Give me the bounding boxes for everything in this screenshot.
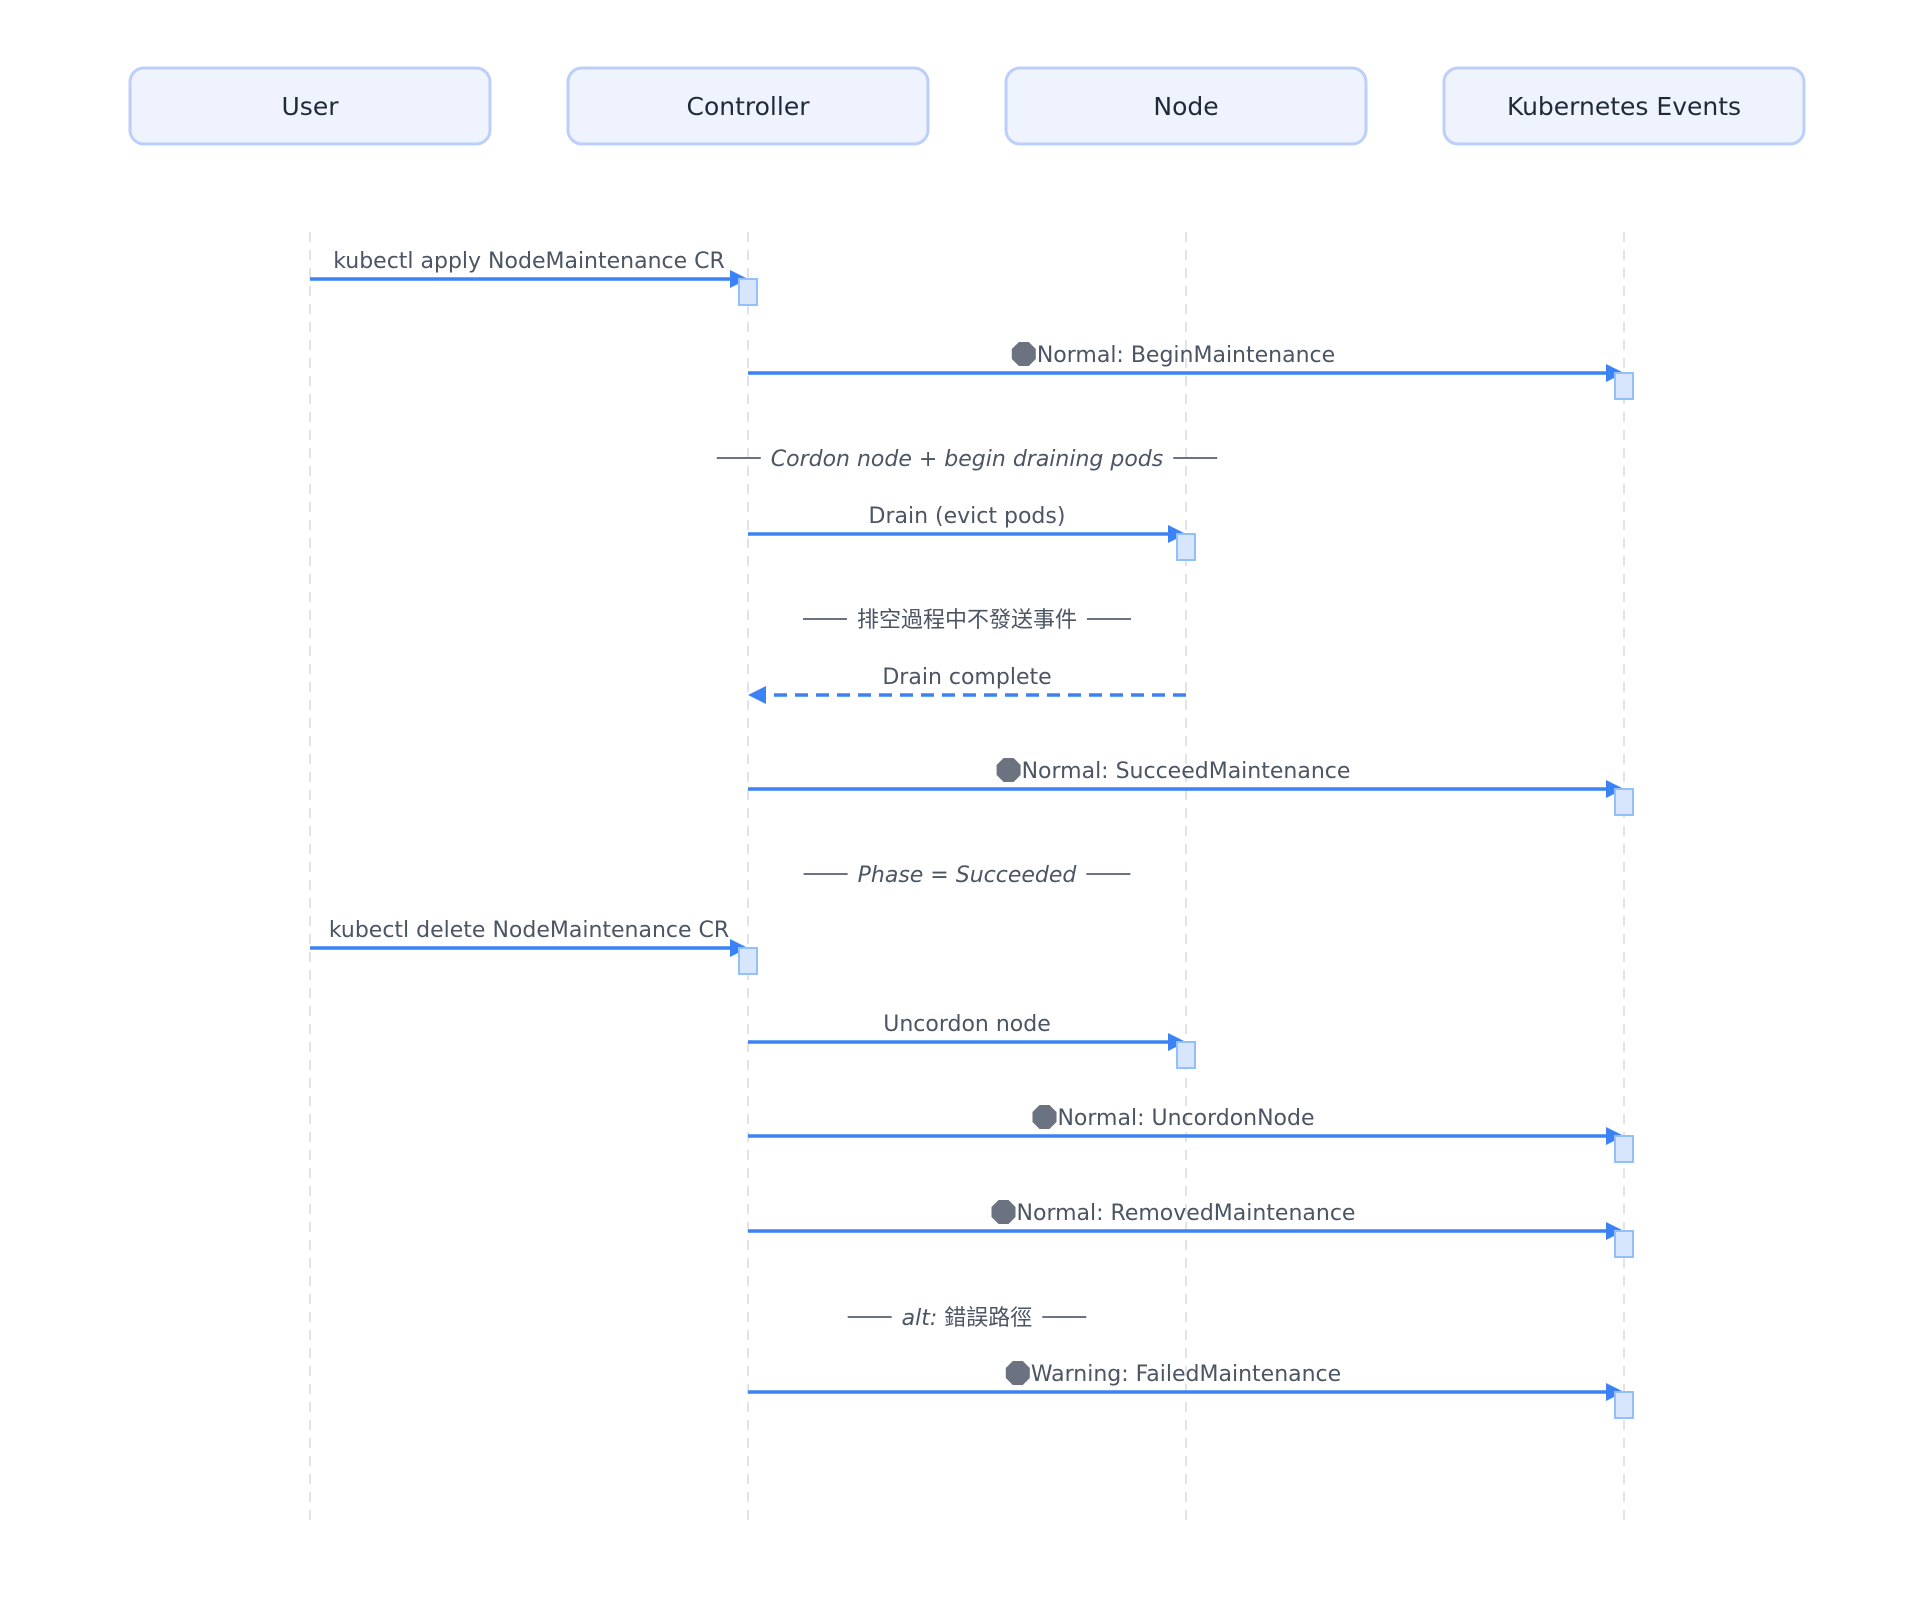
message-label: Warning: FailedMaintenance (1031, 1362, 1341, 1387)
activation-bar (738, 278, 758, 306)
note-segment: 錯誤路徑 (937, 1306, 1032, 1331)
note-segment: 排空過程中不發送事件 (857, 608, 1077, 633)
participant-user: User (128, 66, 492, 146)
participant-box (128, 66, 492, 146)
participant-label: Controller (687, 92, 811, 121)
event-icon (996, 758, 1021, 782)
arrowhead (748, 686, 766, 704)
note-segment: Phase = Succeeded (858, 863, 1078, 888)
message-label: Normal: UncordonNode (1057, 1106, 1314, 1131)
note: alt: 錯誤路徑 (847, 1306, 1087, 1331)
participant-label: User (282, 92, 340, 121)
participant-box (566, 66, 930, 146)
note-segment: alt: (902, 1306, 938, 1331)
participants: User Controller Node Kubernetes Events (128, 66, 1806, 146)
note-segment: Cordon node + begin draining pods (771, 447, 1163, 472)
activation-bar (1176, 1041, 1196, 1069)
note-label: 排空過程中不發送事件 (857, 608, 1077, 633)
message: Normal: BeginMaintenance (748, 342, 1634, 400)
activation-bar (1614, 1391, 1634, 1419)
activation-bar (1614, 788, 1634, 816)
event-icon (1011, 342, 1036, 366)
event-icon (1032, 1105, 1057, 1129)
event-icon (991, 1200, 1016, 1224)
activation-bar (1176, 533, 1196, 561)
participant-node: Node (1004, 66, 1368, 146)
note-label: alt: 錯誤路徑 (902, 1306, 1033, 1331)
message-label: kubectl delete NodeMaintenance CR (329, 918, 729, 943)
message: Normal: RemovedMaintenance (748, 1200, 1634, 1258)
message: Warning: FailedMaintenance (748, 1361, 1634, 1419)
message: Drain (evict pods) (748, 504, 1196, 561)
message-label: Normal: SucceedMaintenance (1022, 759, 1351, 784)
message-label: kubectl apply NodeMaintenance CR (333, 249, 725, 274)
message: Drain complete (748, 665, 1186, 704)
note: 排空過程中不發送事件 (802, 608, 1132, 633)
message-label: Drain complete (882, 665, 1051, 690)
message-label: Uncordon node (883, 1012, 1051, 1037)
activation-bar (1614, 1135, 1634, 1163)
message: Uncordon node (748, 1012, 1196, 1069)
activation-bar (738, 947, 758, 975)
participant-label: Node (1153, 92, 1218, 121)
message: Normal: UncordonNode (748, 1105, 1634, 1163)
event-icon (1005, 1361, 1030, 1385)
message: kubectl delete NodeMaintenance CR (310, 918, 758, 975)
message-label: Normal: RemovedMaintenance (1017, 1201, 1356, 1226)
message-label: Normal: BeginMaintenance (1037, 343, 1335, 368)
steps: kubectl apply NodeMaintenance CR Normal: … (310, 249, 1634, 1419)
activation-bar (1614, 1230, 1634, 1258)
note-label: Cordon node + begin draining pods (771, 447, 1163, 472)
activation-bar (1614, 372, 1634, 400)
message: kubectl apply NodeMaintenance CR (310, 249, 758, 306)
participant-label: Kubernetes Events (1507, 92, 1741, 121)
note: Cordon node + begin draining pods (716, 447, 1218, 472)
message-label: Drain (evict pods) (869, 504, 1066, 529)
participant-box (1004, 66, 1368, 146)
message: Normal: SucceedMaintenance (748, 758, 1634, 816)
participant-box (1442, 66, 1806, 146)
note-label: Phase = Succeeded (858, 863, 1078, 888)
note: Phase = Succeeded (803, 863, 1131, 888)
participant-controller: Controller (566, 66, 930, 146)
participant-events: Kubernetes Events (1442, 66, 1806, 146)
